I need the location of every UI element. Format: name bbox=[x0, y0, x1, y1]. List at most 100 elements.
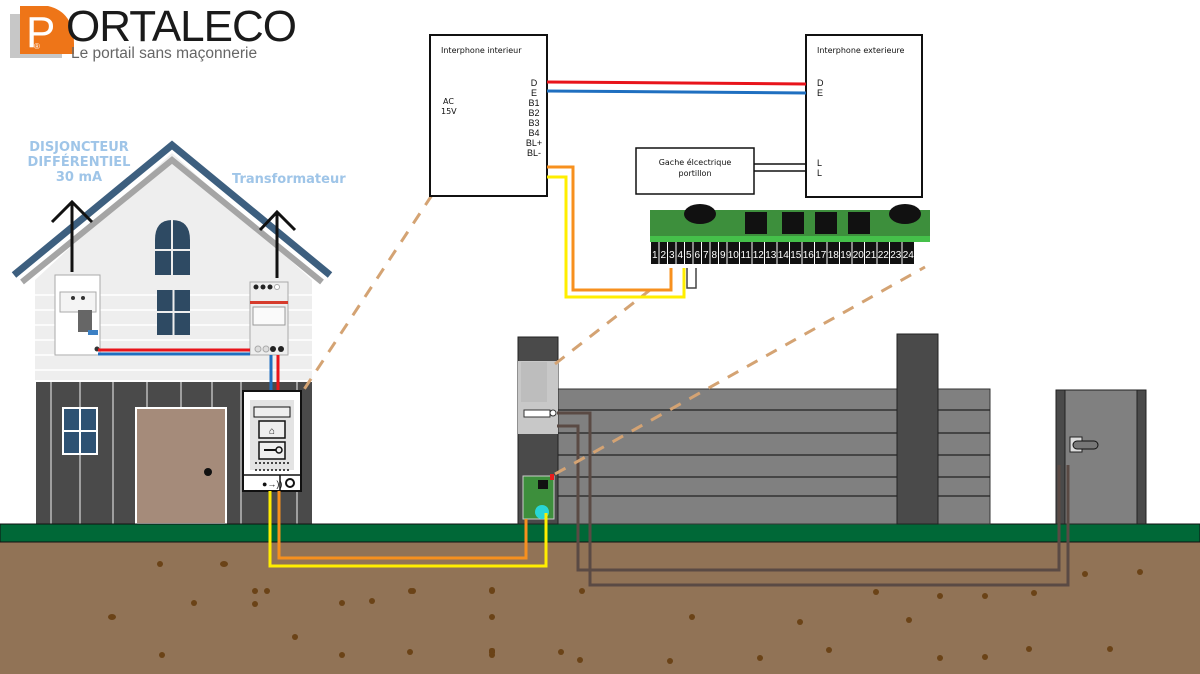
outdoor-unit-box bbox=[805, 34, 923, 198]
grass bbox=[0, 523, 1200, 543]
strike-label: Gache élcectrique portillon bbox=[636, 157, 754, 179]
terminal-cell bbox=[852, 242, 864, 264]
terminal-number: 18 bbox=[828, 250, 840, 261]
wire-blue-e bbox=[546, 89, 807, 95]
terminal-cell bbox=[710, 242, 718, 264]
terminal-cell bbox=[815, 242, 827, 264]
outdoor-terminal-l2: L bbox=[817, 168, 823, 178]
transformer-device bbox=[249, 281, 289, 356]
terminal-cell bbox=[827, 242, 839, 264]
breaker-label: DISJONCTEUR DIFFÉRENTIEL 30 mA bbox=[14, 140, 144, 185]
terminal-cell bbox=[685, 242, 693, 264]
wire-yellow-bl bbox=[547, 175, 686, 299]
transformer-label: Transformateur bbox=[232, 172, 346, 187]
terminal-number: 8 bbox=[711, 250, 717, 261]
house-door bbox=[135, 407, 227, 525]
terminal-number: 6 bbox=[694, 250, 700, 261]
wire-bridge bbox=[686, 268, 697, 289]
terminal-number: 19 bbox=[840, 250, 852, 261]
terminal-number: 4 bbox=[677, 250, 683, 261]
outdoor-terminal-d: D bbox=[817, 78, 824, 88]
arrow-breaker bbox=[50, 199, 94, 272]
arrow-transformer bbox=[258, 209, 297, 278]
terminal-cell bbox=[651, 242, 659, 264]
wire-brown-1 bbox=[557, 411, 1070, 587]
speaker-icon: ●→)) bbox=[262, 479, 282, 489]
terminal-number: 3 bbox=[669, 250, 675, 261]
pedestrian-gate bbox=[1055, 389, 1147, 525]
terminal-number: 7 bbox=[703, 250, 709, 261]
wire-red-d bbox=[546, 80, 807, 86]
logo-tagline: Le portail sans maçonnerie bbox=[71, 45, 258, 62]
ring-icon bbox=[285, 478, 295, 488]
terminal-number: 23 bbox=[890, 250, 902, 261]
indoor-intercom-panel: ⌂ ●→)) bbox=[242, 390, 302, 492]
terminal-cell bbox=[765, 242, 777, 264]
terminal-cell bbox=[676, 242, 684, 264]
terminal-cell bbox=[719, 242, 727, 264]
terminal-cell bbox=[902, 242, 914, 264]
terminal-number: 16 bbox=[803, 250, 815, 261]
indoor-terminal: B2 bbox=[528, 108, 540, 118]
breaker-label-line2: DIFFÉRENTIEL bbox=[27, 155, 131, 170]
indoor-terminal: B1 bbox=[528, 98, 540, 108]
wire-brown-2 bbox=[557, 424, 1061, 572]
terminal-number: 11 bbox=[741, 250, 752, 261]
outdoor-terminal-l1: L bbox=[817, 158, 823, 168]
indoor-unit-box bbox=[429, 34, 548, 197]
wire-orange-ground bbox=[277, 491, 528, 560]
terminal-number: 15 bbox=[790, 250, 802, 261]
leader-lines bbox=[301, 194, 926, 476]
terminal-cell bbox=[752, 242, 764, 264]
terminal-number: 5 bbox=[686, 250, 692, 261]
terminal-number: 12 bbox=[753, 250, 765, 261]
strike-box bbox=[635, 147, 755, 195]
terminal-cell bbox=[693, 242, 701, 264]
control-board bbox=[522, 474, 555, 520]
terminal-number: 13 bbox=[765, 250, 777, 261]
soil-stones-2 bbox=[252, 569, 1143, 664]
svg-text:P: P bbox=[26, 8, 55, 57]
terminal-board bbox=[650, 204, 930, 242]
terminal-number: 10 bbox=[728, 250, 740, 261]
wire-orange-bl bbox=[547, 165, 673, 292]
terminal-number: 14 bbox=[778, 250, 790, 261]
terminal-cell bbox=[840, 242, 852, 264]
terminal-cell bbox=[802, 242, 814, 264]
wire-yellow-ground bbox=[268, 491, 548, 568]
terminal-cell bbox=[702, 242, 710, 264]
terminal-number: 2 bbox=[660, 250, 666, 261]
terminal-number: 24 bbox=[903, 250, 915, 261]
strike-label-line1: Gache élcectrique bbox=[658, 158, 732, 167]
breaker-device bbox=[54, 274, 101, 356]
terminal-cell bbox=[865, 242, 877, 264]
gate-fence bbox=[557, 333, 991, 525]
terminal-cell bbox=[668, 242, 676, 264]
outdoor-terminal-e: E bbox=[817, 88, 824, 98]
indoor-terminal: B3 bbox=[528, 118, 540, 128]
indoor-terminal: B4 bbox=[528, 128, 540, 138]
terminal-number: 17 bbox=[815, 250, 827, 261]
indoor-terminal: E bbox=[530, 88, 537, 98]
logo-wordmark: ORTALECO bbox=[66, 2, 297, 51]
terminal-cell bbox=[877, 242, 889, 264]
outdoor-unit-title: Interphone exterieure bbox=[817, 46, 905, 55]
terminal-number: 9 bbox=[720, 250, 726, 261]
terminal-number: 1 bbox=[652, 250, 658, 261]
terminal-number: 21 bbox=[865, 250, 877, 261]
terminal-cell bbox=[659, 242, 667, 264]
terminal-cell bbox=[740, 242, 752, 264]
breaker-label-line1: DISJONCTEUR bbox=[29, 140, 129, 155]
breaker-label-line3: 30 mA bbox=[55, 170, 103, 185]
terminal-number: 22 bbox=[878, 250, 890, 261]
key-icon bbox=[264, 446, 283, 454]
indoor-terminal: BL- bbox=[526, 148, 541, 158]
terminal-cell bbox=[727, 242, 739, 264]
terminal-cell bbox=[777, 242, 789, 264]
indoor-power-1: AC bbox=[443, 97, 454, 106]
indoor-unit-title: Interphone interieur bbox=[441, 46, 522, 55]
